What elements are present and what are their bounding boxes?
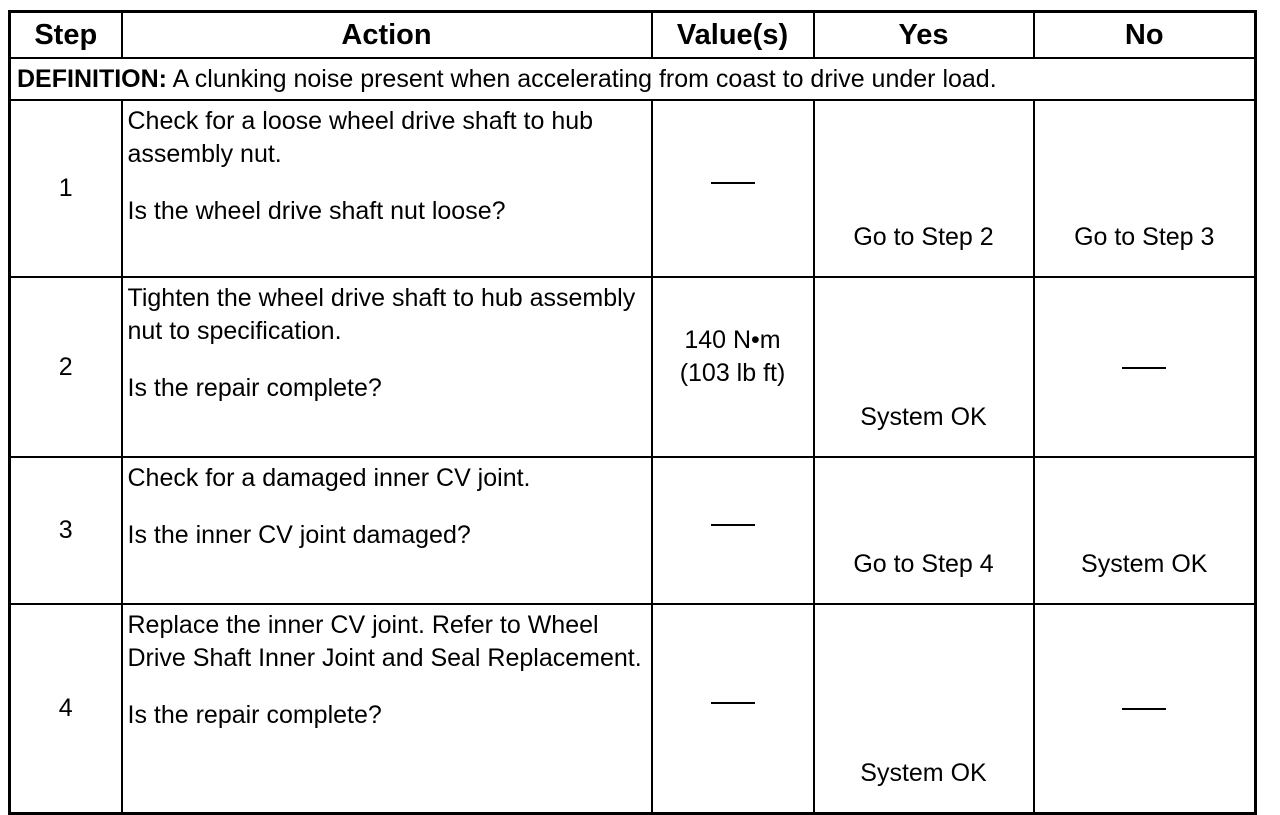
definition-label: DEFINITION: <box>17 64 167 93</box>
table-row: 3 Check for a damaged inner CV joint. Is… <box>8 456 1257 605</box>
yes-outcome: System OK <box>812 603 1035 815</box>
action-instruction: Check for a loose wheel drive shaft to h… <box>127 107 594 168</box>
step-number: 1 <box>8 99 123 278</box>
dash-mark <box>1122 366 1167 369</box>
no-outcome <box>1032 603 1257 815</box>
torque-metric: 140 N•m <box>684 326 781 354</box>
action-cell: Check for a damaged inner CV joint. Is t… <box>120 456 653 605</box>
header-row: Step Action Value(s) Yes No <box>8 10 1257 59</box>
diagnostic-table: Step Action Value(s) Yes No DEFINITION: … <box>8 10 1257 815</box>
action-question: Is the repair complete? <box>127 374 382 402</box>
dash-mark <box>1122 708 1167 711</box>
definition-cell: DEFINITION: A clunking noise present whe… <box>8 57 1257 101</box>
no-outcome <box>1032 276 1257 458</box>
header-action: Action <box>120 10 653 59</box>
table-row: 4 Replace the inner CV joint. Refer to W… <box>8 603 1257 815</box>
definition-text: A clunking noise present when accelerati… <box>167 64 997 93</box>
action-cell: Tighten the wheel drive shaft to hub ass… <box>120 276 653 458</box>
table-row: 2 Tighten the wheel drive shaft to hub a… <box>8 276 1257 458</box>
step-number: 2 <box>8 276 123 458</box>
torque-value: 140 N•m (103 lb ft) <box>653 324 813 390</box>
dash-mark <box>710 702 755 705</box>
no-outcome: Go to Step 3 <box>1032 99 1257 278</box>
definition-row: DEFINITION: A clunking noise present whe… <box>8 57 1257 101</box>
action-question: Is the wheel drive shaft nut loose? <box>127 197 506 225</box>
yes-outcome: Go to Step 4 <box>812 456 1035 605</box>
action-question: Is the repair complete? <box>127 701 382 729</box>
action-cell: Replace the inner CV joint. Refer to Whe… <box>120 603 653 815</box>
action-cell: Check for a loose wheel drive shaft to h… <box>120 99 653 278</box>
value-cell <box>650 99 815 278</box>
action-instruction: Check for a damaged inner CV joint. <box>127 464 531 492</box>
action-question: Is the inner CV joint damaged? <box>127 521 471 549</box>
header-no: No <box>1032 10 1257 59</box>
step-number: 3 <box>8 456 123 605</box>
header-yes: Yes <box>812 10 1035 59</box>
yes-outcome: System OK <box>812 276 1035 458</box>
yes-outcome: Go to Step 2 <box>812 99 1035 278</box>
torque-imperial: (103 lb ft) <box>679 359 786 387</box>
value-cell <box>650 603 815 815</box>
dash-mark <box>710 524 755 527</box>
action-instruction: Replace the inner CV joint. Refer to Whe… <box>127 611 642 672</box>
header-step: Step <box>8 10 123 59</box>
value-cell: 140 N•m (103 lb ft) <box>650 276 815 458</box>
value-cell <box>650 456 815 605</box>
dash-mark <box>710 182 755 185</box>
table-row: 1 Check for a loose wheel drive shaft to… <box>8 99 1257 278</box>
step-number: 4 <box>8 603 123 815</box>
header-values: Value(s) <box>650 10 815 59</box>
no-outcome: System OK <box>1032 456 1257 605</box>
action-instruction: Tighten the wheel drive shaft to hub ass… <box>127 284 636 345</box>
